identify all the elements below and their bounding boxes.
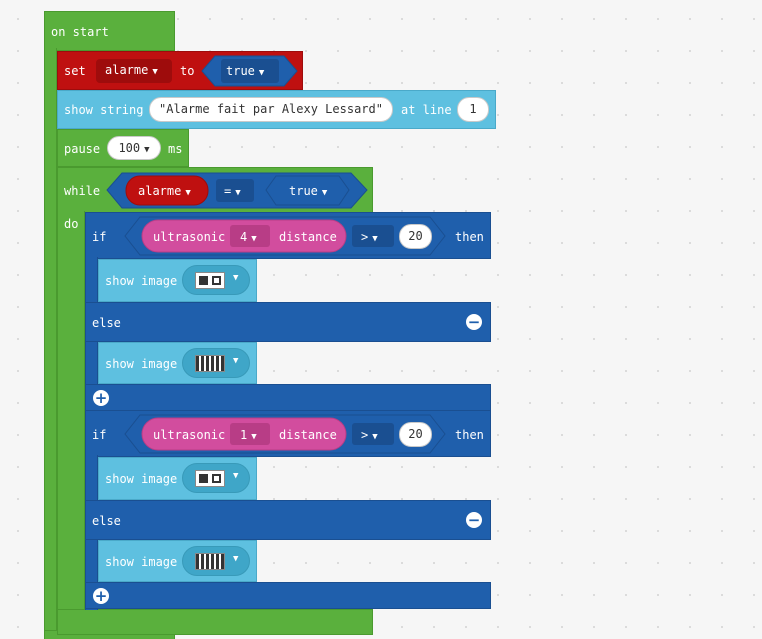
- dropdown-arrow-icon: ▼: [251, 234, 257, 244]
- else-row: [85, 302, 491, 342]
- distance-label: distance: [279, 428, 337, 442]
- else-image-picker-dropdown[interactable]: ▼: [182, 348, 250, 378]
- else-label: else: [92, 514, 121, 528]
- eyes-image-icon: [195, 470, 225, 487]
- eyes-image-icon: [195, 272, 225, 289]
- then-label: then: [455, 230, 484, 244]
- compare-operator-text: >: [361, 230, 369, 244]
- compare-operator-dropdown[interactable]: >▼: [361, 229, 378, 247]
- while-keyword: while: [64, 184, 101, 198]
- while-block-body-bar: [57, 211, 85, 616]
- set-to-label: to: [180, 64, 195, 78]
- set-value-label[interactable]: true▼: [226, 63, 264, 81]
- pause-label: pause: [64, 142, 101, 156]
- ultrasonic-pin-dropdown[interactable]: 4▼: [240, 229, 257, 247]
- while-condition-block[interactable]: [106, 172, 368, 209]
- distance-label: distance: [279, 230, 337, 244]
- ultrasonic-label: ultrasonic: [153, 428, 226, 442]
- show-image-label: show image: [105, 472, 178, 486]
- dropdown-arrow-icon: ▼: [233, 554, 239, 564]
- plus-circle-icon[interactable]: +: [93, 389, 109, 407]
- image-picker-dropdown[interactable]: ▼: [182, 463, 250, 493]
- dropdown-arrow-icon: ▼: [321, 188, 328, 198]
- on-start-label: on start: [51, 25, 109, 39]
- compare-operator-text: >: [361, 428, 369, 442]
- if-keyword: if: [92, 428, 107, 442]
- on-start-body-bar: [44, 48, 57, 639]
- ultrasonic-pin-value: 4: [240, 230, 248, 244]
- set-value-text: true: [226, 64, 255, 78]
- do-label: do: [64, 217, 79, 231]
- compare-operator-dropdown[interactable]: >▼: [361, 427, 378, 445]
- ultrasonic-pin-dropdown[interactable]: 1▼: [240, 427, 257, 445]
- else-image-picker-dropdown[interactable]: ▼: [182, 546, 250, 576]
- on-start-block[interactable]: [44, 11, 175, 51]
- dropdown-arrow-icon: ▼: [258, 68, 265, 78]
- while-variable-dropdown[interactable]: alarme▼: [138, 183, 191, 201]
- dropdown-arrow-icon: ▼: [144, 145, 150, 155]
- while-operator-text: =: [224, 184, 232, 198]
- set-value-boolean-block[interactable]: [201, 55, 298, 87]
- distance-threshold-input[interactable]: 20: [399, 422, 432, 447]
- pause-unit: ms: [168, 142, 183, 156]
- while-value-text: true: [289, 184, 318, 198]
- if-block-footer: [85, 582, 491, 609]
- pause-duration-dropdown[interactable]: 100▼: [107, 136, 161, 160]
- while-value-dropdown[interactable]: true▼: [289, 183, 327, 201]
- dropdown-arrow-icon: ▼: [185, 188, 191, 198]
- else-label: else: [92, 316, 121, 330]
- pause-duration-value: 100: [118, 141, 141, 155]
- then-label: then: [455, 428, 484, 442]
- image-picker-dropdown[interactable]: ▼: [182, 265, 250, 295]
- show-string-label: show string: [64, 103, 144, 117]
- if-keyword: if: [92, 230, 107, 244]
- set-variable-dropdown[interactable]: alarme▼: [96, 59, 172, 83]
- line-number-input[interactable]: 1: [457, 97, 489, 122]
- ultrasonic-label: ultrasonic: [153, 230, 226, 244]
- while-operator-dropdown[interactable]: =▼: [224, 183, 241, 201]
- teeth-image-icon: [195, 355, 225, 372]
- distance-threshold-input[interactable]: 20: [399, 224, 432, 249]
- else-show-image-label: show image: [105, 555, 178, 569]
- else-show-image-label: show image: [105, 357, 178, 371]
- dropdown-arrow-icon: ▼: [251, 432, 257, 442]
- show-image-label: show image: [105, 274, 178, 288]
- minus-circle-icon[interactable]: −: [466, 313, 482, 331]
- set-variable-name: alarme: [105, 63, 149, 77]
- at-line-label: at line: [401, 103, 452, 117]
- if-condition-block[interactable]: [124, 414, 446, 454]
- ultrasonic-pin-value: 1: [240, 428, 248, 442]
- show-string-text-input[interactable]: "Alarme fait par Alexy Lessard": [149, 97, 393, 122]
- dropdown-arrow-icon: ▼: [152, 67, 158, 77]
- else-row: [85, 500, 491, 540]
- dropdown-arrow-icon: ▼: [233, 273, 239, 283]
- dropdown-arrow-icon: ▼: [233, 471, 239, 481]
- while-variable-name: alarme: [138, 184, 182, 198]
- dropdown-arrow-icon: ▼: [372, 432, 378, 442]
- set-keyword: set: [64, 64, 86, 78]
- dropdown-arrow-icon: ▼: [372, 234, 378, 244]
- plus-circle-icon[interactable]: +: [93, 587, 109, 605]
- while-block-footer: [57, 609, 373, 635]
- if-block-footer: [85, 384, 491, 411]
- if-condition-block[interactable]: [124, 216, 446, 256]
- minus-circle-icon[interactable]: −: [466, 511, 482, 529]
- teeth-image-icon: [195, 553, 225, 570]
- dropdown-arrow-icon: ▼: [233, 356, 239, 366]
- dropdown-arrow-icon: ▼: [235, 188, 241, 198]
